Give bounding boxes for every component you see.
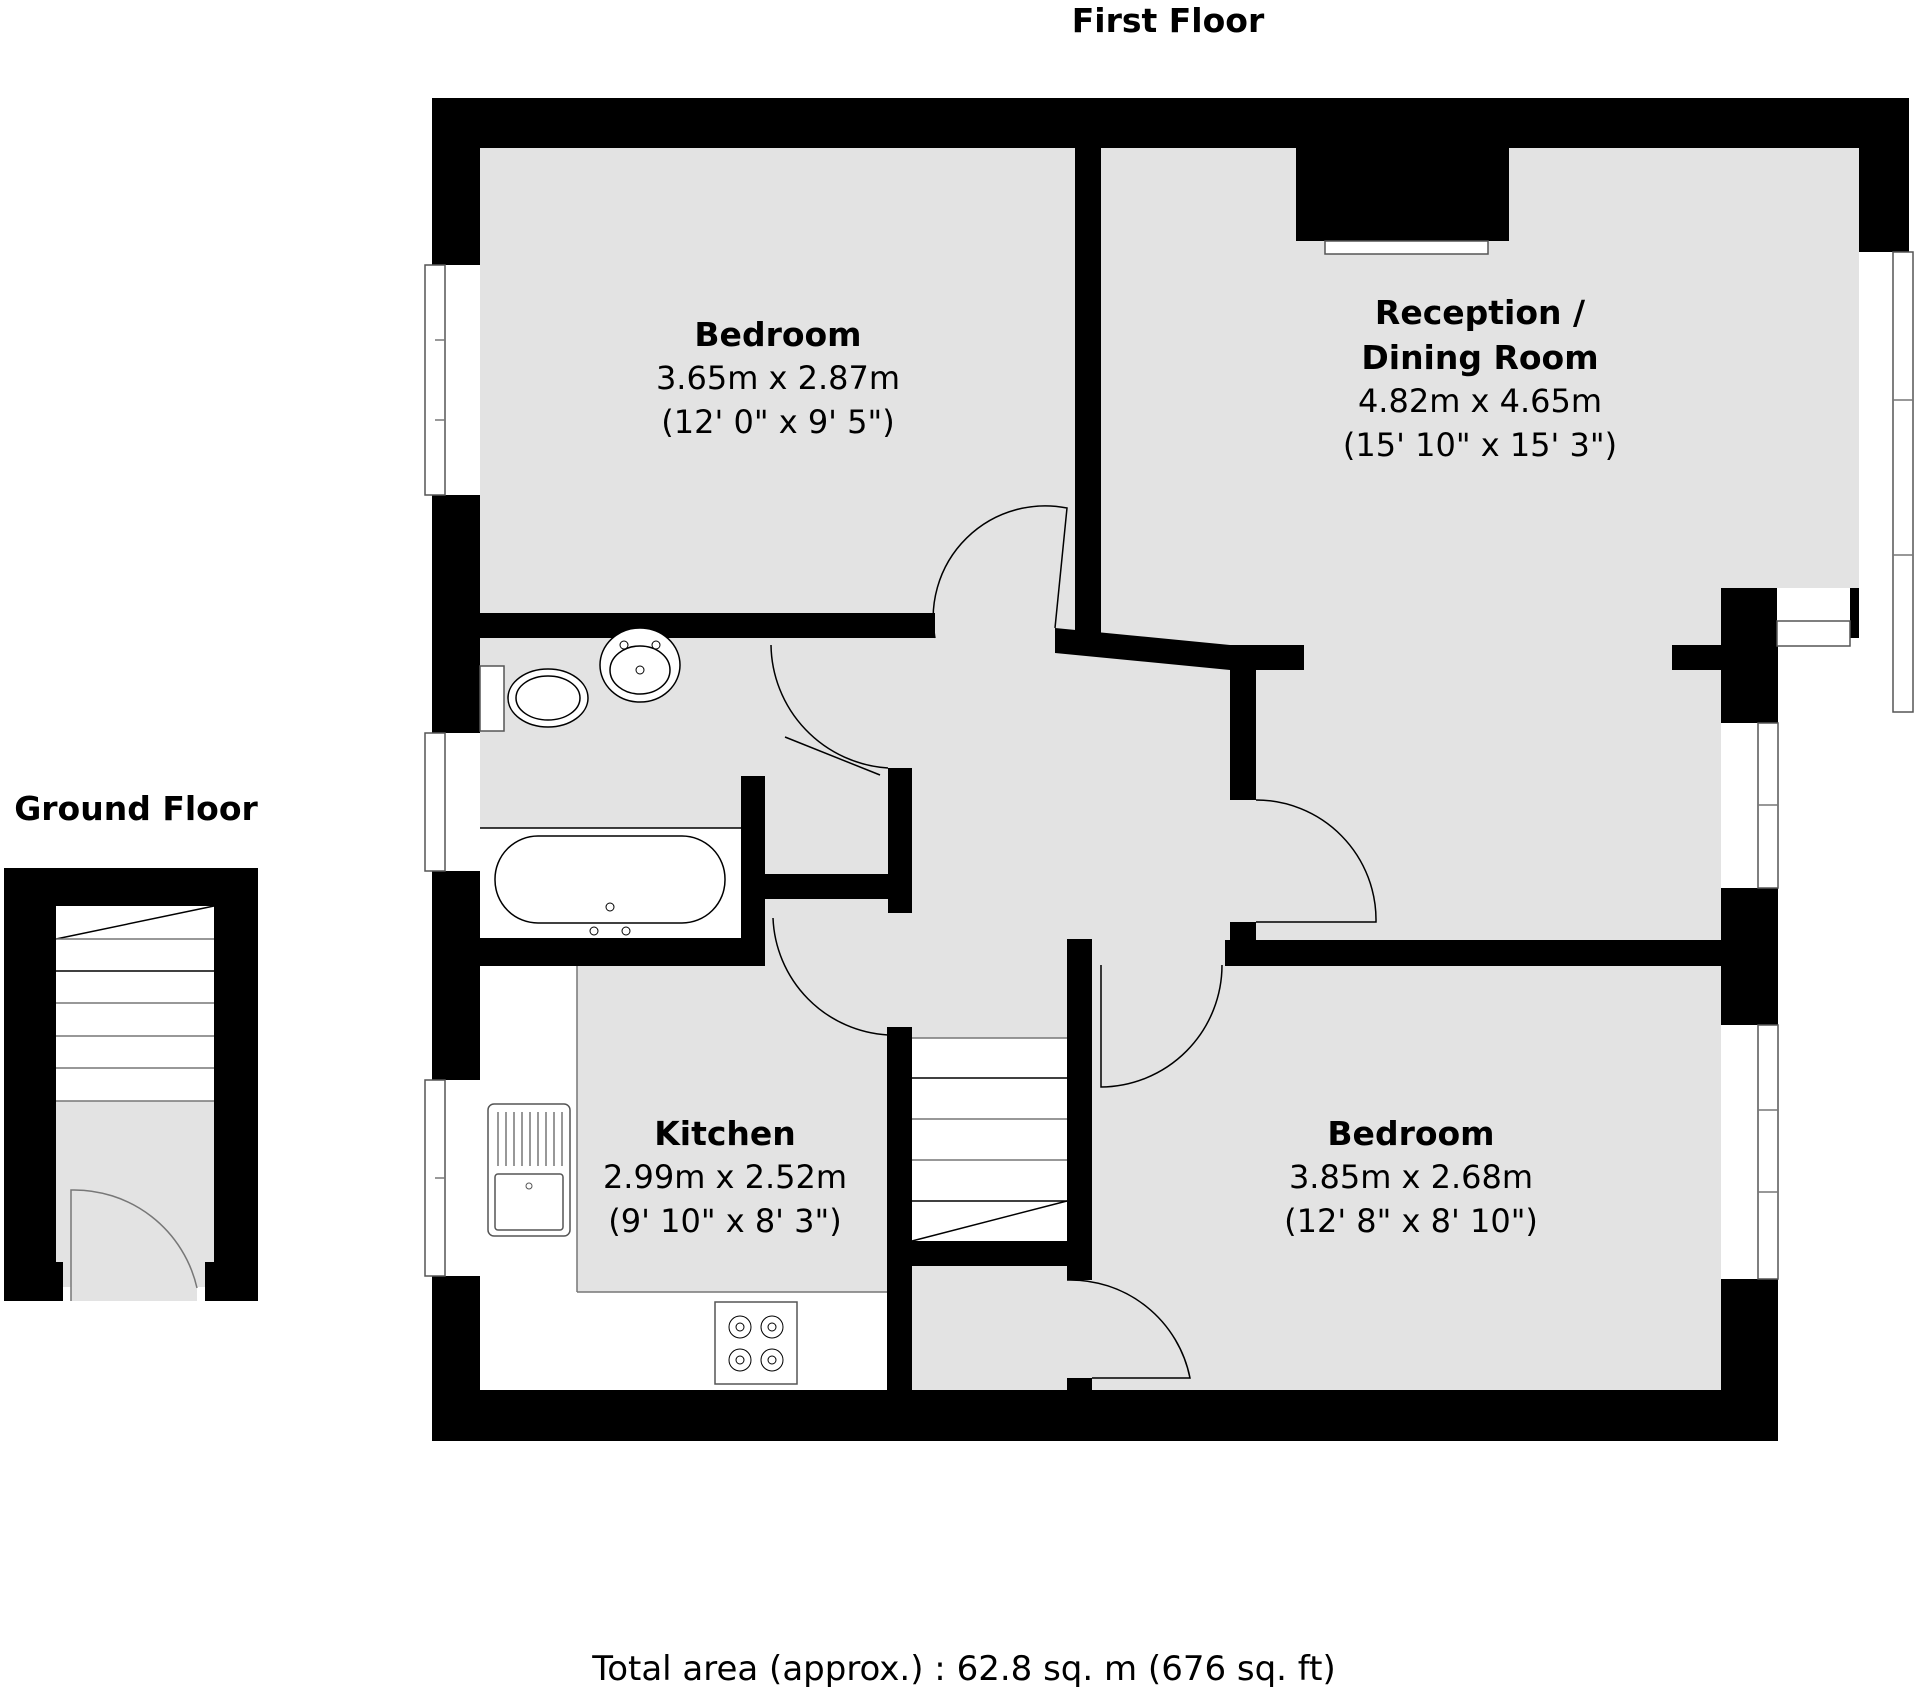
room-dimensions-imperial: (9' 10" x 8' 3")	[608, 1202, 841, 1240]
staircase-first-floor	[911, 1037, 1068, 1242]
staircase-ground-floor	[55, 905, 215, 1102]
door-kitchen[interactable]	[772, 917, 889, 1036]
chimney-breast	[1296, 148, 1509, 241]
bathtub	[480, 827, 741, 938]
door-bedroom-1[interactable]	[932, 505, 1068, 639]
kitchen-sink	[487, 1103, 571, 1237]
room-name: Kitchen	[654, 1114, 796, 1153]
room-dimensions-metric: 4.82m x 4.65m	[1358, 382, 1602, 420]
front-door[interactable]	[70, 1189, 198, 1301]
window-bathroom	[424, 732, 480, 872]
room-label-reception: Reception / Dining Room 4.82m x 4.65m (1…	[1343, 293, 1617, 464]
door-landing[interactable]	[1066, 1279, 1191, 1379]
window-left-bedroom	[424, 264, 480, 496]
total-area-text: Total area (approx.) : 62.8 sq. m (676 s…	[591, 1649, 1336, 1688]
window-reception-right	[1859, 251, 1914, 713]
room-dimensions-metric: 3.65m x 2.87m	[656, 359, 900, 397]
hob	[714, 1301, 798, 1385]
first-floor-label: First Floor	[1072, 1, 1265, 40]
first-floor-plan: Bedroom 3.65m x 2.87m (12' 0" x 9' 5") R…	[424, 98, 1914, 1441]
room-dimensions-imperial: (12' 0" x 9' 5")	[661, 403, 894, 441]
room-label-kitchen: Kitchen 2.99m x 2.52m (9' 10" x 8' 3")	[603, 1114, 847, 1240]
room-name-line2: Dining Room	[1361, 338, 1598, 377]
room-dimensions-imperial: (12' 8" x 8' 10")	[1284, 1202, 1538, 1240]
room-name-line1: Reception /	[1375, 293, 1586, 332]
door-cupboard[interactable]	[784, 736, 881, 776]
fireplace-hearth	[1324, 240, 1489, 255]
door-bedroom-2[interactable]	[1100, 964, 1223, 1088]
door-reception[interactable]	[1255, 799, 1377, 923]
room-dimensions-imperial: (15' 10" x 15' 3")	[1343, 426, 1617, 464]
washbasin	[599, 627, 681, 703]
window-reception-lower	[1721, 722, 1779, 889]
room-label-bedroom-2: Bedroom 3.85m x 2.68m (12' 8" x 8' 10")	[1284, 1114, 1538, 1240]
room-dimensions-metric: 3.85m x 2.68m	[1289, 1158, 1533, 1196]
bedroom-2-floor	[1092, 966, 1721, 1390]
window-kitchen	[424, 1079, 480, 1277]
ground-floor-label: Ground Floor	[14, 789, 258, 828]
window-bedroom-2	[1721, 1024, 1779, 1280]
room-name: Bedroom	[1327, 1114, 1494, 1153]
door-bathroom[interactable]	[770, 644, 889, 769]
window-reception-small	[1776, 588, 1851, 647]
room-name: Bedroom	[694, 315, 861, 354]
bedroom-1-floor	[480, 148, 1075, 613]
room-dimensions-metric: 2.99m x 2.52m	[603, 1158, 847, 1196]
toilet	[479, 665, 589, 732]
room-label-bedroom-1: Bedroom 3.65m x 2.87m (12' 0" x 9' 5")	[656, 315, 900, 441]
ground-floor-plan	[4, 868, 258, 1301]
